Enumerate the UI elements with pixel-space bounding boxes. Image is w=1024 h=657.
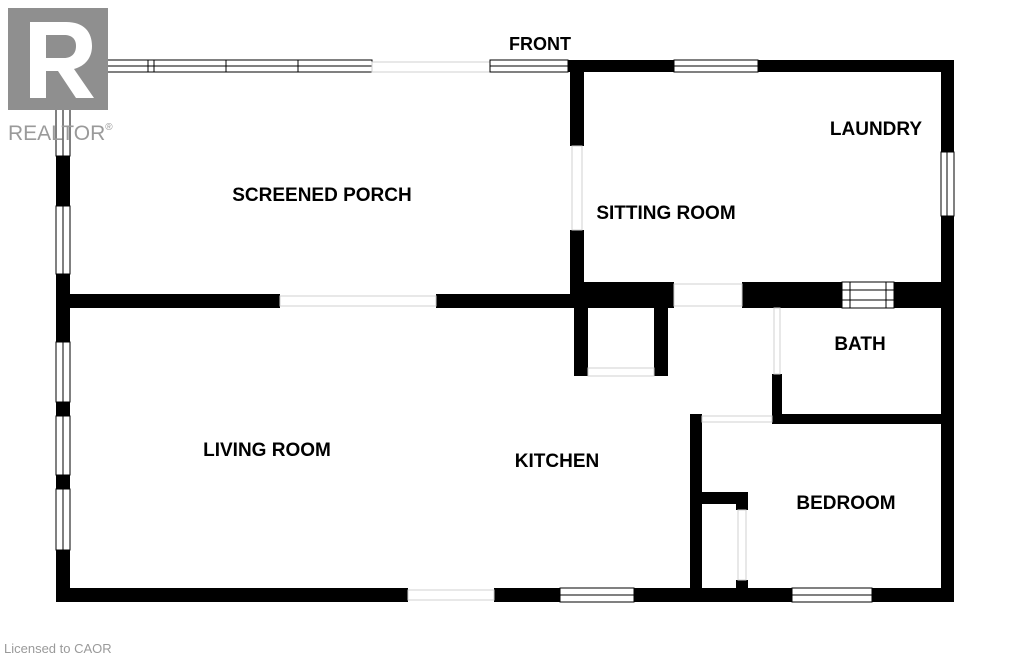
room-label-living-room: LIVING ROOM bbox=[203, 440, 331, 461]
registered-mark: ® bbox=[105, 122, 113, 133]
wall-left-seg5 bbox=[56, 475, 70, 489]
opening-porch-living bbox=[279, 295, 437, 307]
front-label: FRONT bbox=[509, 34, 571, 54]
wall-sitting-bottom-end bbox=[894, 282, 954, 308]
window-top-sitting bbox=[673, 59, 759, 73]
opening-sitting-left bbox=[571, 145, 583, 231]
wall-bedroom-left bbox=[690, 414, 702, 602]
room-label-kitchen: KITCHEN bbox=[515, 451, 599, 472]
wall-bedroom-closet-bottom bbox=[736, 580, 748, 602]
wall-bedroom-closet-right bbox=[736, 492, 748, 510]
realtor-r-icon bbox=[30, 22, 94, 98]
wall-closet-left bbox=[574, 306, 588, 376]
opening-bottom-living bbox=[407, 589, 495, 601]
window-left-2 bbox=[55, 205, 71, 275]
window-left-4 bbox=[55, 415, 71, 476]
wall-porch-living-left bbox=[56, 294, 280, 308]
wall-closet-right bbox=[654, 306, 668, 376]
wall-right-lower bbox=[941, 216, 954, 602]
wall-bottom-right bbox=[872, 588, 954, 602]
room-label-bath: BATH bbox=[834, 334, 885, 355]
realtor-wordmark: REALTOR® bbox=[8, 122, 113, 146]
room-label-screened-porch: SCREENED PORCH bbox=[232, 185, 411, 206]
wall-left-seg2 bbox=[56, 156, 70, 206]
realtor-brand-text: REALTOR bbox=[8, 122, 106, 145]
wall-sitting-bottom-right bbox=[742, 282, 842, 308]
window-right-laundry bbox=[940, 151, 955, 217]
window-bottom-bedroom bbox=[791, 587, 873, 603]
window-left-3 bbox=[55, 341, 71, 403]
opening-sitting-bottom bbox=[673, 283, 743, 307]
window-bottom-kitchen bbox=[559, 587, 635, 603]
window-bath bbox=[841, 281, 895, 309]
license-text: Licensed to CAOR bbox=[4, 641, 112, 656]
wall-bath-bottom bbox=[772, 414, 954, 424]
wall-porch-living-right bbox=[436, 294, 576, 308]
wall-bottom-mid2 bbox=[634, 588, 792, 602]
opening-bath-door bbox=[773, 307, 781, 375]
window-left-5 bbox=[55, 488, 71, 551]
room-label-bedroom: BEDROOM bbox=[796, 493, 895, 514]
wall-bottom-mid bbox=[494, 588, 560, 602]
wall-top-right bbox=[568, 60, 954, 72]
window-top-2 bbox=[153, 59, 227, 73]
window-top-4 bbox=[297, 59, 373, 73]
opening-bedroom-closet bbox=[737, 509, 747, 581]
window-top-5 bbox=[489, 59, 569, 73]
opening-top-porch bbox=[371, 61, 491, 73]
wall-sitting-left-upper bbox=[570, 60, 584, 146]
room-label-laundry: LAUNDRY bbox=[830, 119, 923, 140]
wall-bedroom-closet-top bbox=[690, 492, 746, 504]
room-label-sitting-room: SITTING ROOM bbox=[596, 203, 735, 224]
wall-bath-left bbox=[772, 374, 782, 422]
window-top-3 bbox=[225, 59, 299, 73]
realtor-logo: REALTOR® bbox=[8, 8, 116, 145]
wall-bottom-left bbox=[56, 588, 408, 602]
wall-right-upper bbox=[941, 60, 954, 152]
wall-sitting-bottom-left bbox=[570, 282, 674, 308]
opening-bedroom-door bbox=[701, 415, 773, 423]
opening-closet-bottom bbox=[587, 367, 655, 377]
wall-closet-bottom-left bbox=[574, 366, 588, 376]
wall-left-seg4 bbox=[56, 402, 70, 416]
